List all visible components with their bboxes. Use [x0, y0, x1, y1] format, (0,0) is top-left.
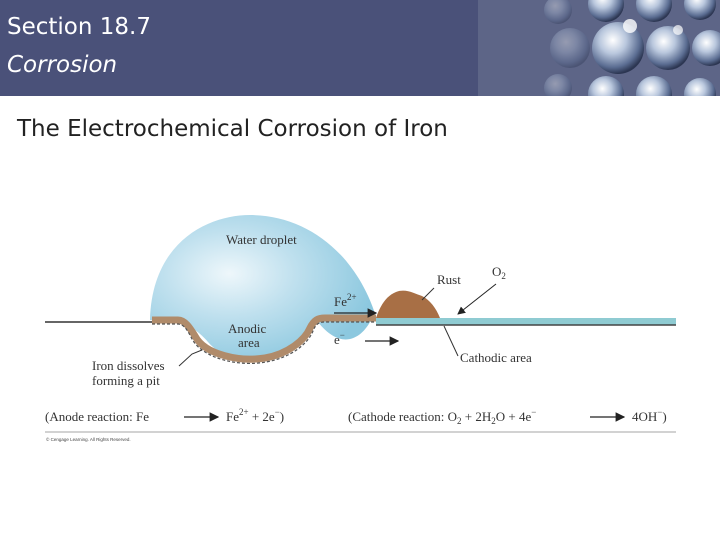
cathode-reaction-right: 4OH−)	[632, 407, 667, 424]
section-number: Section 18.7	[7, 14, 151, 40]
rust-pointer	[421, 287, 435, 301]
label-iron-dissolves-line1: Iron dissolves	[92, 358, 165, 373]
label-water-droplet: Water droplet	[226, 232, 297, 247]
sphere-pattern-graphic	[478, 0, 720, 96]
o2-arrow	[457, 283, 497, 315]
section-header: Section 18.7 Corrosion	[0, 0, 478, 96]
rust-deposit	[376, 290, 440, 318]
label-iron-dissolves-line2: forming a pit	[92, 373, 160, 388]
section-subtitle: Corrosion	[7, 52, 118, 78]
iron-dissolves-pointer	[178, 349, 203, 367]
anode-reaction-left: (Anode reaction: Fe	[45, 409, 149, 424]
copyright-notice: © Cengage Learning. All Rights Reserved.	[46, 436, 131, 442]
label-fe-ion: Fe2+	[334, 292, 357, 309]
label-rust: Rust	[437, 272, 461, 287]
label-anodic-line2: area	[238, 335, 260, 350]
anode-reaction-right: Fe2+ + 2e−)	[226, 407, 284, 424]
cathodic-surface	[376, 318, 676, 325]
label-anodic-line1: Anodic	[228, 321, 267, 336]
label-electron: e−	[334, 330, 345, 347]
corrosion-diagram: Water droplet Rust O2 Fe2+ Anodic area e…	[45, 215, 676, 442]
slide-title: The Electrochemical Corrosion of Iron	[17, 116, 448, 142]
cathode-reaction-left: (Cathode reaction: O2 + 2H2O + 4e−	[348, 407, 536, 426]
cathodic-pointer	[443, 325, 459, 357]
anodic-pit	[152, 314, 376, 363]
label-o2: O2	[492, 264, 506, 281]
label-cathodic-area: Cathodic area	[460, 350, 532, 365]
header-decoration	[478, 0, 720, 96]
water-droplet-shape	[150, 215, 377, 362]
